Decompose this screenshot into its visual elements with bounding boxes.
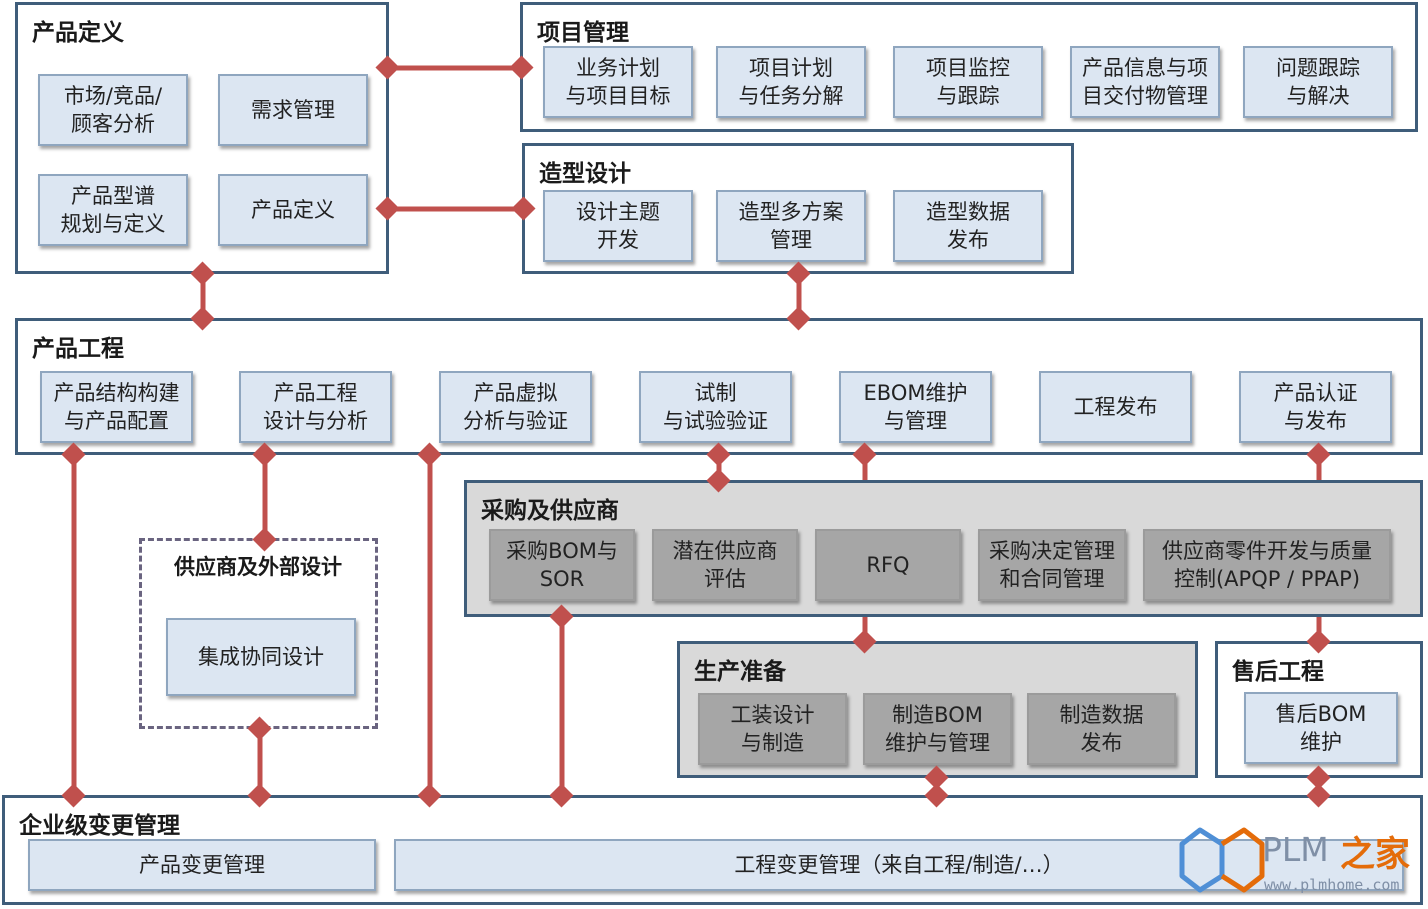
box-multi-scheme[interactable]: 造型多方案 管理 — [716, 190, 866, 262]
logo-brand: PLM — [1262, 830, 1329, 869]
box-collaborative-design[interactable]: 集成协同设计 — [166, 618, 356, 696]
group-title: 产品工程 — [32, 336, 124, 362]
box-engineering-release[interactable]: 工程发布 — [1039, 371, 1192, 443]
group-title: 售后工程 — [1232, 659, 1324, 685]
group-title: 造型设计 — [539, 161, 631, 187]
box-project-plan[interactable]: 项目计划 与任务分解 — [716, 46, 866, 118]
box-product-info-deliverables[interactable]: 产品信息与项 目交付物管理 — [1070, 46, 1220, 118]
box-business-plan[interactable]: 业务计划 与项目目标 — [543, 46, 693, 118]
box-virtual-analysis[interactable]: 产品虚拟 分析与验证 — [439, 371, 592, 443]
box-apqp-ppap[interactable]: 供应商零件开发与质量 控制(APQP / PPAP) — [1143, 529, 1391, 601]
group-title: 生产准备 — [694, 659, 786, 685]
box-product-change[interactable]: 产品变更管理 — [28, 839, 376, 891]
box-prototype-testing[interactable]: 试制 与试验验证 — [639, 371, 792, 443]
group-title: 供应商及外部设计 — [174, 555, 342, 579]
box-market-analysis[interactable]: 市场/竞品/ 顾客分析 — [38, 74, 188, 146]
box-certification[interactable]: 产品认证 与发布 — [1239, 371, 1392, 443]
box-styling-data-release[interactable]: 造型数据 发布 — [893, 190, 1043, 262]
box-mbom[interactable]: 制造BOM 维护与管理 — [863, 693, 1012, 765]
box-supplier-evaluation[interactable]: 潜在供应商 评估 — [652, 529, 798, 601]
box-rfq[interactable]: RFQ — [815, 529, 961, 601]
box-engineering-design[interactable]: 产品工程 设计与分析 — [239, 371, 392, 443]
group-title: 采购及供应商 — [481, 498, 619, 524]
box-manufacturing-data-release[interactable]: 制造数据 发布 — [1027, 693, 1176, 765]
box-product-lineup-planning[interactable]: 产品型谱 规划与定义 — [38, 174, 188, 246]
box-aftersales-bom[interactable]: 售后BOM 维护 — [1244, 692, 1398, 764]
box-issue-tracking[interactable]: 问题跟踪 与解决 — [1243, 46, 1393, 118]
box-purchase-bom[interactable]: 采购BOM与 SOR — [489, 529, 635, 601]
box-tooling-design[interactable]: 工装设计 与制造 — [698, 693, 847, 765]
box-design-theme[interactable]: 设计主题 开发 — [543, 190, 693, 262]
plm-logo-icon — [1179, 827, 1265, 893]
box-purchase-decision[interactable]: 采购决定管理 和合同管理 — [978, 529, 1126, 601]
box-requirements-management[interactable]: 需求管理 — [218, 74, 368, 146]
group-title: 企业级变更管理 — [19, 813, 180, 839]
group-title: 项目管理 — [537, 20, 629, 46]
box-product-definition[interactable]: 产品定义 — [218, 174, 368, 246]
box-product-structure[interactable]: 产品结构构建 与产品配置 — [40, 371, 193, 443]
logo-brand-cn: 之家 — [1340, 835, 1411, 875]
box-project-monitoring[interactable]: 项目监控 与跟踪 — [893, 46, 1043, 118]
logo-url: www.plmhome.com — [1264, 876, 1400, 894]
group-title: 产品定义 — [32, 20, 124, 46]
box-ebom[interactable]: EBOM维护 与管理 — [839, 371, 992, 443]
